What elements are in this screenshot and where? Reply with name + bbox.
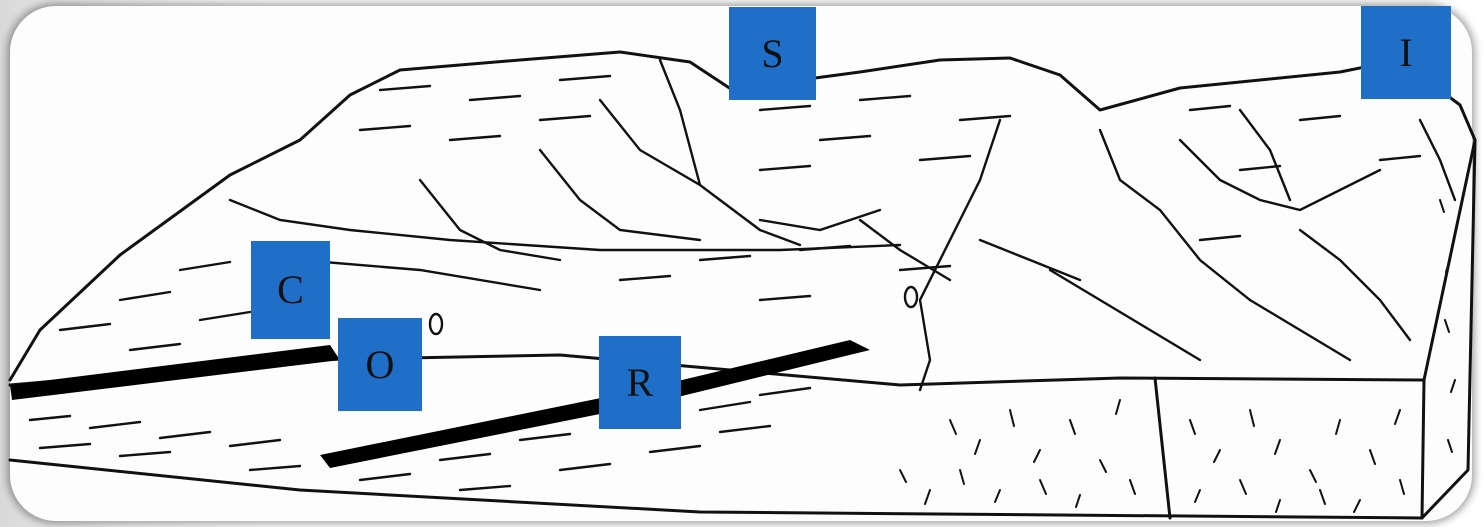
small-ovals bbox=[430, 287, 917, 334]
igneous-joint bbox=[1155, 378, 1170, 518]
marker-i-label: I bbox=[1399, 33, 1412, 73]
marker-c: C bbox=[251, 241, 330, 339]
strata-band-upper bbox=[10, 345, 340, 400]
marker-r: R bbox=[599, 336, 681, 429]
igneous-texture bbox=[900, 200, 1455, 512]
sediment-dashes bbox=[30, 76, 1420, 490]
block-front-base bbox=[10, 460, 1422, 518]
marker-s: S bbox=[729, 7, 816, 100]
marker-i: I bbox=[1361, 6, 1451, 99]
marker-r-label: R bbox=[627, 363, 654, 403]
marker-c-label: C bbox=[277, 270, 304, 310]
marker-s-label: S bbox=[761, 34, 783, 74]
marker-o: O bbox=[338, 318, 422, 411]
marker-o-label: O bbox=[366, 345, 395, 385]
